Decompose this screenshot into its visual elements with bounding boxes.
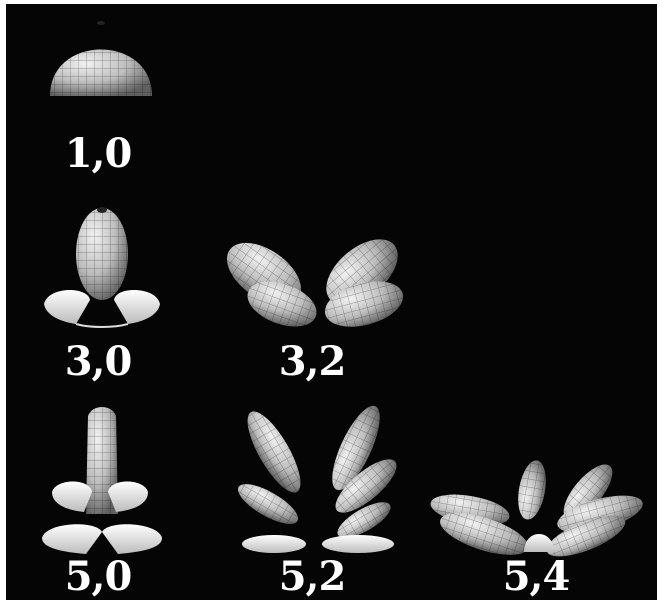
shape-3-2 xyxy=(216,227,410,335)
image-frame: 1,0 3,0 3,2 5,0 5,2 5,4 xyxy=(6,4,657,600)
label-3-0: 3,0 xyxy=(28,340,168,384)
shape-5-2 xyxy=(233,400,405,553)
shape-5-0 xyxy=(42,407,162,554)
shape-3-0 xyxy=(44,207,160,327)
label-5-2: 5,2 xyxy=(242,555,382,599)
harmonic-shapes-illustration xyxy=(6,4,657,600)
label-1-0: 1,0 xyxy=(28,132,168,176)
shape-1-0 xyxy=(50,21,152,96)
label-5-4: 5,4 xyxy=(466,555,606,599)
shape-5-4 xyxy=(428,457,646,565)
label-3-2: 3,2 xyxy=(242,340,382,384)
label-5-0: 5,0 xyxy=(28,555,168,599)
